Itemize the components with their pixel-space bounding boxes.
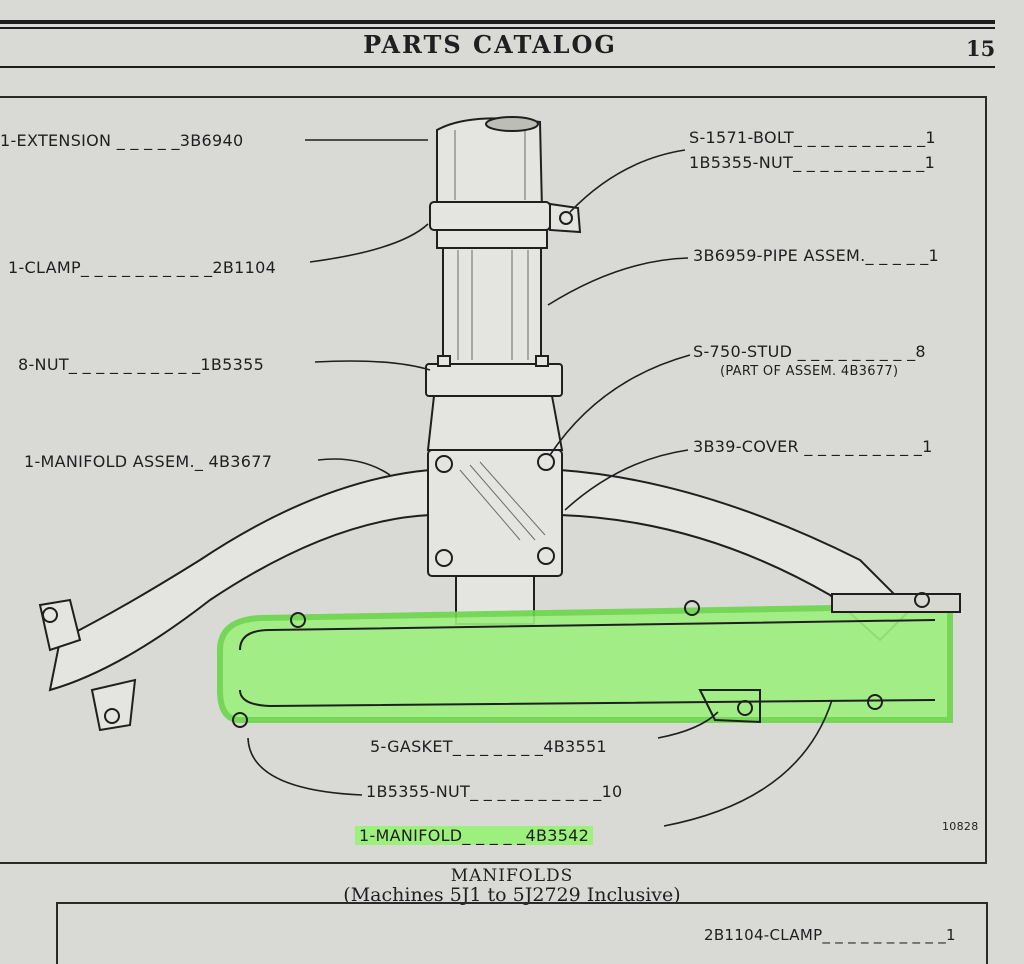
figure-number: 10828	[942, 820, 979, 833]
label-bolt: S-1571-BOLT_ _ _ _ _ _ _ _ _ _1	[689, 128, 936, 147]
header-rule-bottom	[0, 66, 995, 68]
label-pipe-assem: 3B6959-PIPE ASSEM._ _ _ _ _1	[693, 246, 940, 265]
label-extension: 1-EXTENSION _ _ _ _ _3B6940	[0, 131, 244, 150]
figure-frame	[0, 96, 987, 864]
page-title: PARTS CATALOG	[363, 30, 617, 59]
label-nut-8: 8-NUT_ _ _ _ _ _ _ _ _ _1B5355	[18, 355, 265, 374]
label-stud: S-750-STUD _ _ _ _ _ _ _ _ _8	[693, 342, 926, 361]
label-manifold: 1-MANIFOLD_ _ _ _ _4B3542	[355, 826, 594, 845]
label-next-clamp: 2B1104-CLAMP_ _ _ _ _ _ _ _ _ _1	[704, 926, 956, 944]
label-manifold-assem: 1-MANIFOLD ASSEM._ 4B3677	[24, 452, 273, 471]
label-cover: 3B39-COVER _ _ _ _ _ _ _ _ _1	[693, 437, 933, 456]
header-rule-thin	[0, 27, 995, 29]
label-gasket: 5-GASKET_ _ _ _ _ _ _4B3551	[370, 737, 607, 756]
page-number: 15	[966, 36, 996, 61]
caption-title: MANIFOLDS	[450, 866, 574, 886]
header-rule-top	[0, 20, 995, 24]
label-nut-10: 1B5355-NUT_ _ _ _ _ _ _ _ _ _10	[366, 782, 623, 801]
label-stud-note: (PART OF ASSEM. 4B3677)	[720, 364, 899, 379]
caption-subtitle: (Machines 5J1 to 5J2729 Inclusive)	[343, 884, 681, 906]
label-nut-top: 1B5355-NUT_ _ _ _ _ _ _ _ _ _1	[689, 153, 936, 172]
next-figure-frame	[56, 902, 988, 964]
label-clamp: 1-CLAMP_ _ _ _ _ _ _ _ _ _2B1104	[8, 258, 277, 277]
manifold-drawing	[38, 116, 961, 827]
